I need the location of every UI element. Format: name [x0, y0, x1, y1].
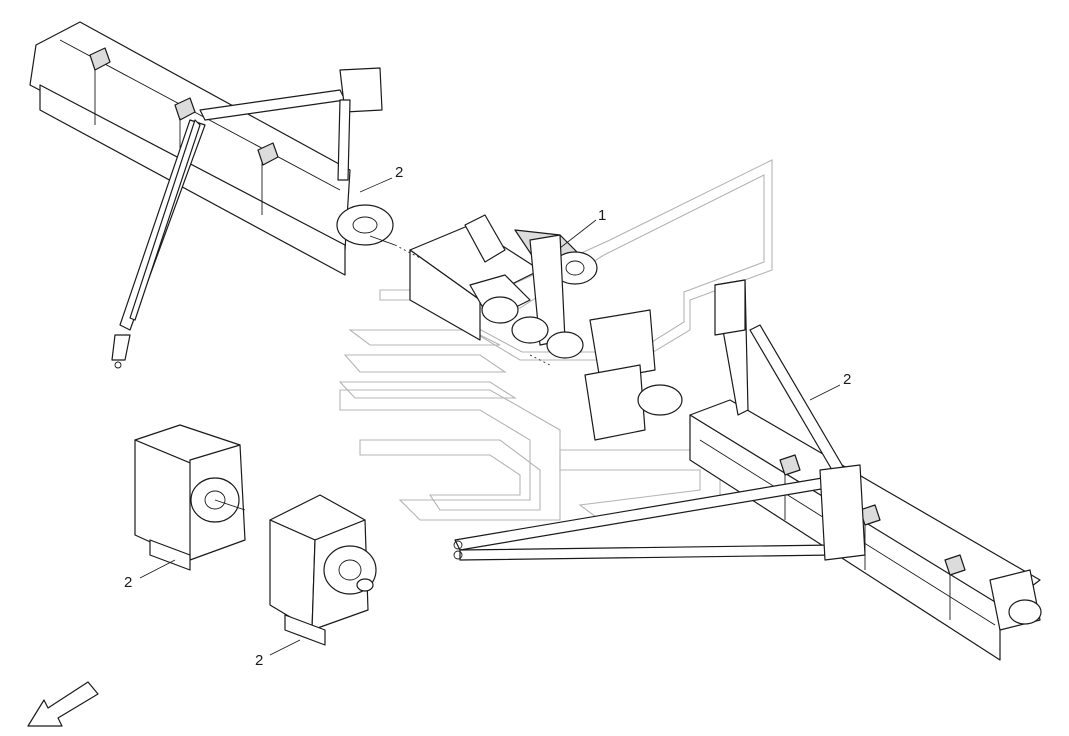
left-auger-trough [29, 21, 396, 369]
end-plate-assembly-lower [269, 494, 377, 646]
callout-1: 1 [598, 207, 606, 224]
callout-2-right: 2 [843, 371, 851, 388]
callout-2-end-plate-upper: 2 [124, 574, 132, 591]
central-drive-assembly [394, 214, 683, 441]
callout-2-upper-left: 2 [395, 164, 403, 181]
callout-leaders [139, 177, 841, 656]
end-plate-assembly-upper [134, 424, 246, 571]
direction-arrow-icon [27, 681, 99, 727]
right-auger-trough [453, 279, 1042, 661]
callout-2-end-plate-lower: 2 [255, 652, 263, 669]
